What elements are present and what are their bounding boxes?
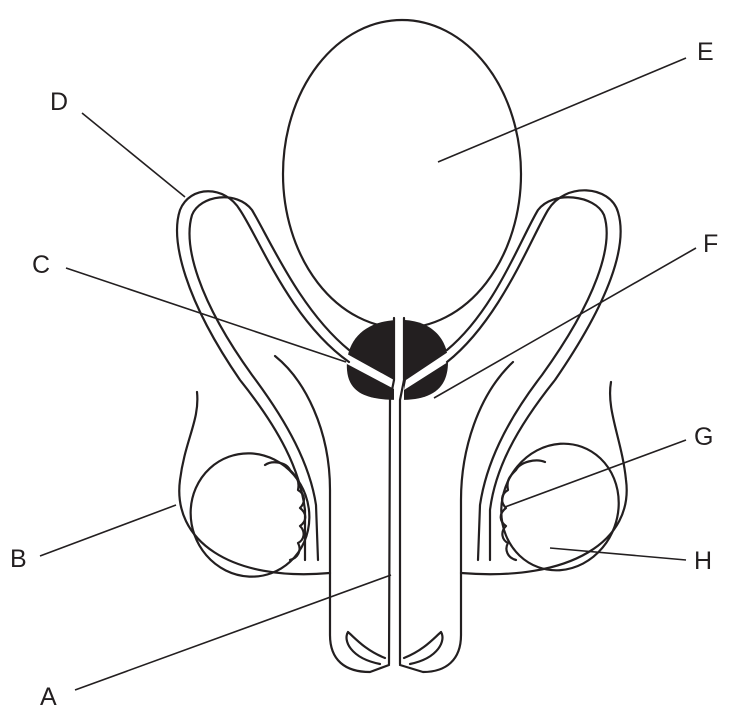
penis-left-outline xyxy=(275,356,389,672)
vas-deferens-left-inner xyxy=(190,197,349,560)
leader-line-d xyxy=(82,113,185,197)
label-g: G xyxy=(694,423,713,451)
leader-line-g xyxy=(505,440,686,507)
leader-line-a xyxy=(75,575,391,690)
penis-right-outline xyxy=(400,362,513,672)
leader-line-e xyxy=(438,58,686,162)
glans-right xyxy=(404,632,442,664)
epididymis-left xyxy=(265,462,305,560)
label-d: D xyxy=(50,88,68,116)
label-c: C xyxy=(32,251,50,279)
vas-deferens-left-outer xyxy=(177,191,349,560)
bladder xyxy=(283,20,521,328)
label-b: B xyxy=(10,545,27,573)
label-e: E xyxy=(697,38,714,66)
scrotum-left xyxy=(179,392,330,574)
epididymis-right xyxy=(501,460,545,560)
leader-line-c xyxy=(66,268,346,362)
glans-left xyxy=(347,632,385,664)
label-f: F xyxy=(703,230,718,258)
leader-line-h xyxy=(550,548,686,560)
leader-line-b xyxy=(40,505,176,556)
label-h: H xyxy=(694,547,712,575)
label-a: A xyxy=(40,683,57,708)
